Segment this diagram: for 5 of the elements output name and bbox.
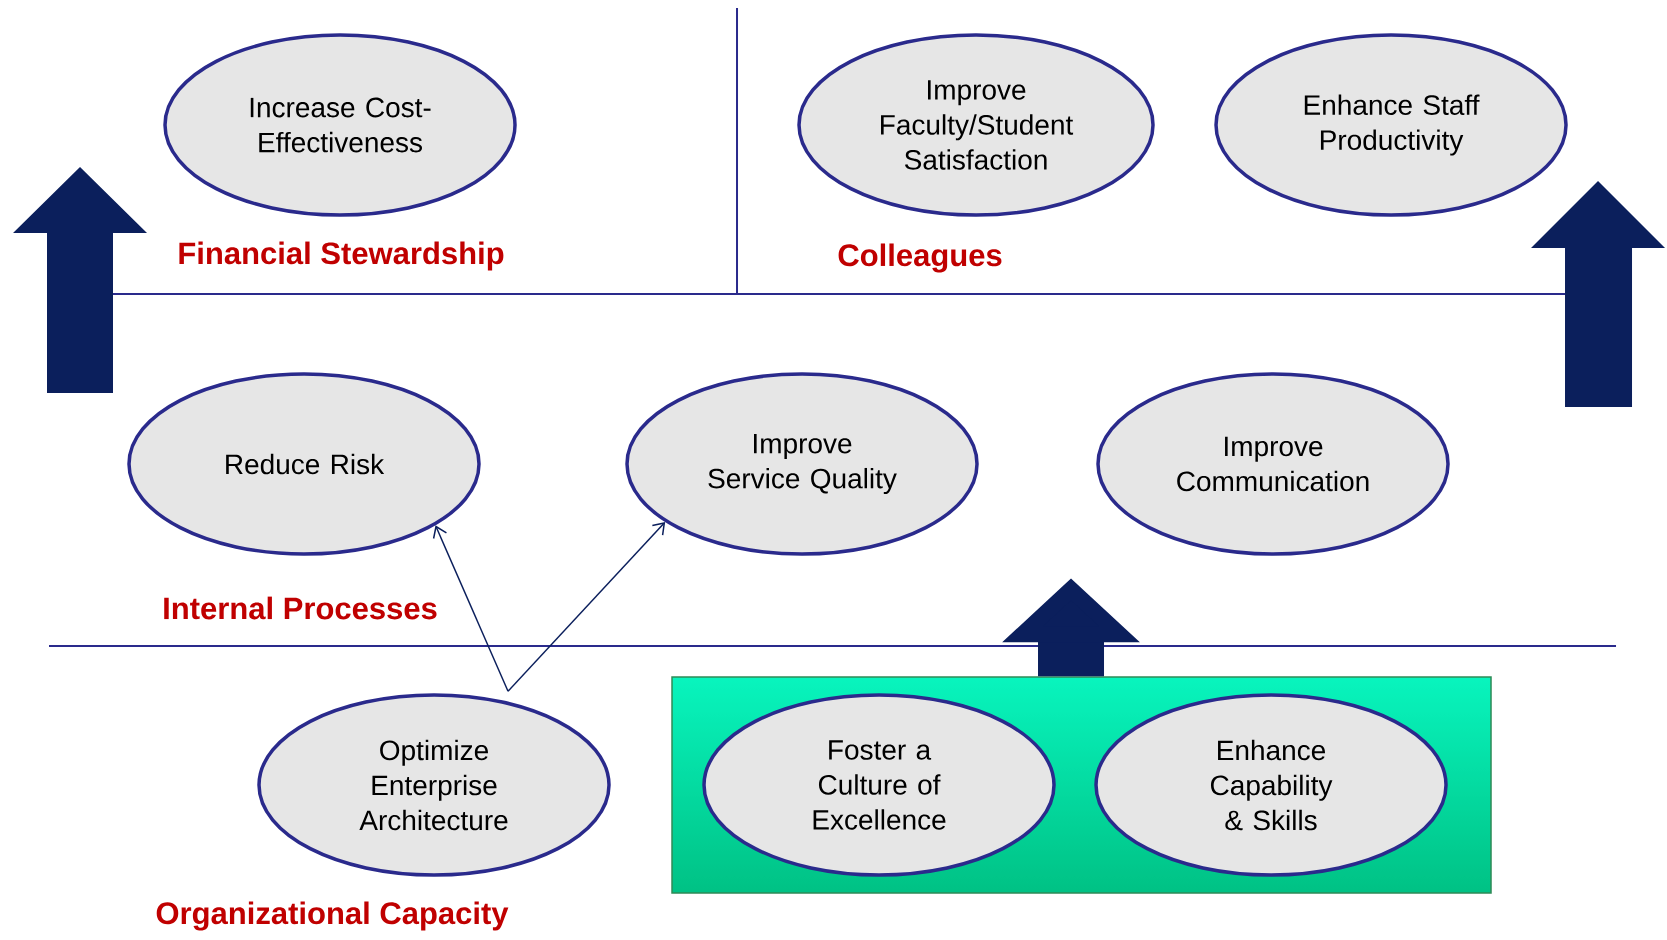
section-heading: Colleagues xyxy=(838,243,1002,273)
section-heading: Organizational Capacity xyxy=(156,901,509,931)
arrow xyxy=(432,525,509,692)
section-heading: Internal Processes xyxy=(164,596,437,620)
arrow xyxy=(507,522,666,692)
